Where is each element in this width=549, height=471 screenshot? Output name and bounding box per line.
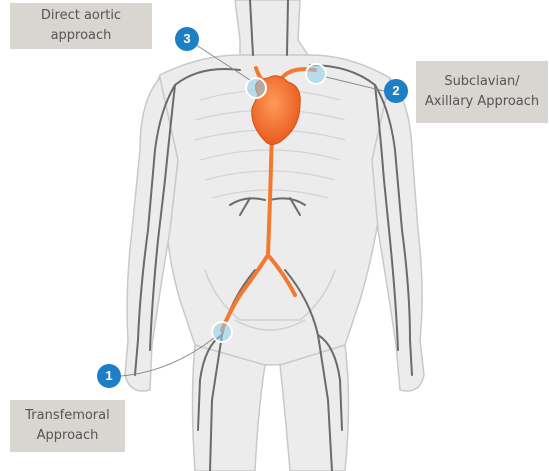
- label-transfemoral-line-1: Transfemoral: [10, 406, 125, 426]
- label-direct-aortic: Direct aortic approach: [10, 3, 152, 49]
- label-direct-aortic-line-2: approach: [10, 26, 152, 46]
- marker-1: 1: [97, 364, 121, 388]
- label-transfemoral-line-2: Approach: [10, 426, 125, 446]
- access-site-transfemoral: [212, 322, 232, 342]
- access-site-subclavian: [306, 64, 326, 84]
- label-subclavian: Subclavian/ Axillary Approach: [416, 61, 548, 123]
- access-site-direct-aortic: [246, 78, 266, 98]
- label-subclavian-line-1: Subclavian/: [416, 72, 548, 92]
- marker-3: 3: [175, 27, 199, 51]
- body-silhouette: [125, 0, 424, 471]
- label-subclavian-line-2: Axillary Approach: [416, 92, 548, 112]
- label-transfemoral: Transfemoral Approach: [10, 400, 125, 452]
- label-direct-aortic-line-1: Direct aortic: [10, 6, 152, 26]
- marker-2: 2: [384, 79, 408, 103]
